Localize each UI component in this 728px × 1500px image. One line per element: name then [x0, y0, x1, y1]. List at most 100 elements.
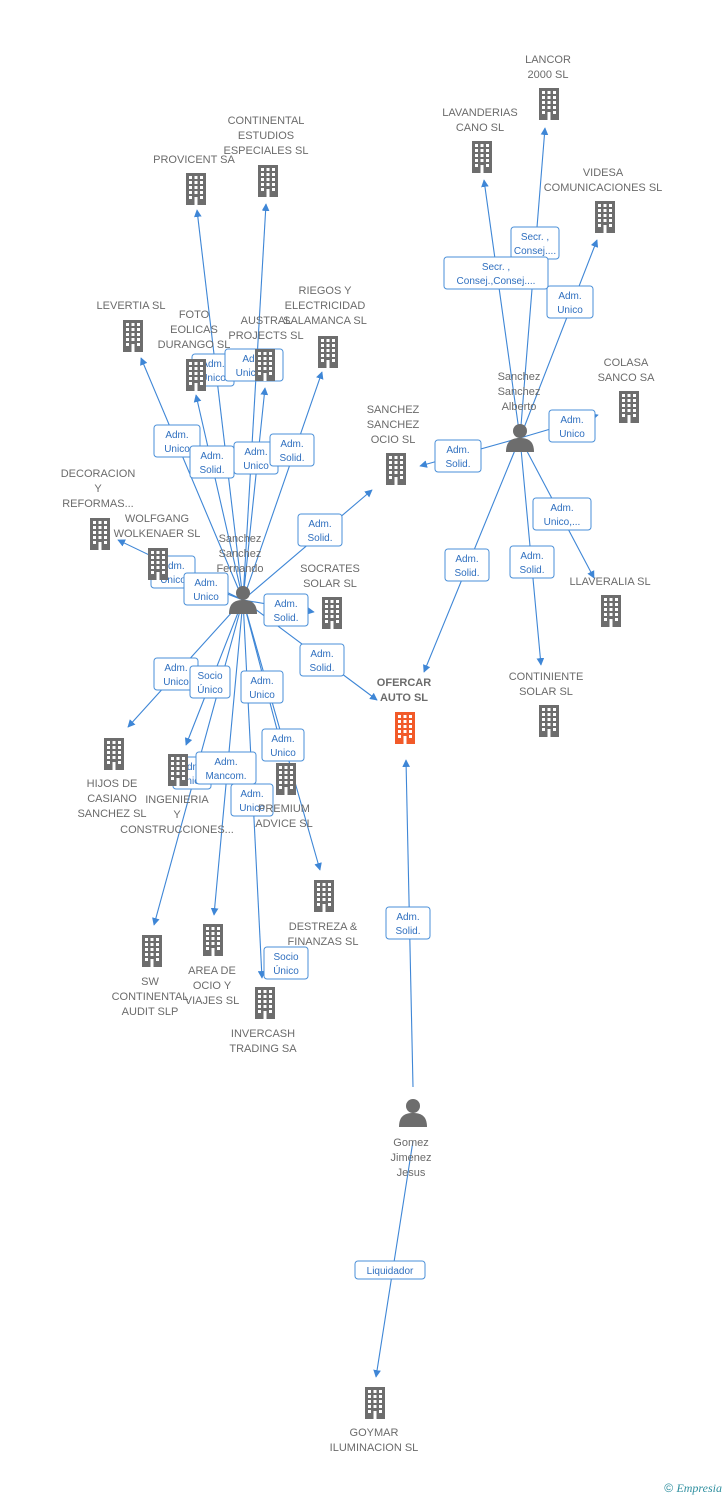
role-box[interactable] [189, 665, 231, 699]
node-label[interactable]: PROVICENT SA [153, 154, 235, 166]
person-icon[interactable] [399, 1099, 427, 1127]
role-box[interactable] [263, 593, 309, 627]
role-adm_ocio[interactable]: Adm.Solid. [434, 439, 482, 473]
role-adm_aus[interactable]: Adm.Unico [233, 441, 279, 475]
role-box[interactable] [444, 548, 490, 582]
role-box[interactable] [532, 497, 592, 531]
building-icon[interactable] [601, 595, 621, 627]
person-icon[interactable] [506, 424, 534, 452]
role-box[interactable] [183, 572, 229, 606]
role-box[interactable] [230, 783, 274, 817]
role-adm_ofer_a[interactable]: Adm.Solid. [444, 548, 490, 582]
role-adm_prem1[interactable]: Adm.Unico [240, 670, 284, 704]
building-icon[interactable] [142, 935, 162, 967]
role-adm_colasa[interactable]: Adm.Unico [548, 409, 596, 443]
role-adm_videsa[interactable]: Adm.Unico [546, 285, 594, 319]
role-liquidador[interactable]: Liquidador [354, 1260, 426, 1280]
role-box[interactable] [263, 946, 309, 980]
building-icon[interactable] [255, 987, 275, 1019]
role-box[interactable] [443, 256, 549, 290]
person-icon[interactable] [229, 586, 257, 614]
role-adm_ofer_f[interactable]: Adm.Solid. [299, 643, 345, 677]
role-secr2[interactable]: Secr. ,Consej.,Consej.... [443, 256, 549, 290]
node-label[interactable]: DESTREZA &FINANZAS SL [288, 921, 359, 948]
role-box[interactable] [195, 751, 257, 785]
node-destreza[interactable]: DESTREZA &FINANZAS SL [288, 880, 359, 948]
role-box[interactable] [548, 409, 596, 443]
role-box[interactable] [509, 545, 555, 579]
role-adm_llav[interactable]: Adm.Unico,... [532, 497, 592, 531]
node-provicent[interactable]: PROVICENT SA [153, 154, 236, 205]
role-secr1[interactable]: Secr. ,Consej.... [510, 226, 560, 260]
role-adm_rieg[interactable]: Adm.Solid. [269, 433, 315, 467]
building-icon[interactable] [322, 597, 342, 629]
role-adm_lev[interactable]: Adm.Unico [153, 424, 201, 458]
role-adm_prov[interactable]: Adm.Solid. [189, 445, 235, 479]
building-icon[interactable] [276, 763, 296, 795]
building-icon[interactable] [258, 165, 278, 197]
node-label[interactable]: LLAVERALIA SL [569, 576, 650, 588]
role-box[interactable] [385, 906, 431, 940]
role-box[interactable] [434, 439, 482, 473]
building-icon[interactable] [595, 201, 615, 233]
building-icon[interactable] [539, 705, 559, 737]
role-box[interactable] [546, 285, 594, 319]
building-icon[interactable] [90, 518, 110, 550]
building-icon[interactable] [318, 336, 338, 368]
role-adm_dest[interactable]: Adm.Unico [261, 728, 305, 762]
role-box[interactable] [269, 433, 315, 467]
building-icon[interactable] [539, 88, 559, 120]
building-icon[interactable] [386, 453, 406, 485]
building-icon[interactable] [186, 173, 206, 205]
role-adm_hijos[interactable]: Adm.Unico [153, 657, 199, 691]
role-adm_ocio_f[interactable]: Adm.Solid. [297, 513, 343, 547]
role-box[interactable] [261, 728, 305, 762]
building-icon[interactable] [255, 349, 275, 381]
building-icon[interactable] [123, 320, 143, 352]
role-adm_area[interactable]: Adm.Unico [230, 783, 274, 817]
building-icon[interactable] [186, 359, 206, 391]
role-adm_deco[interactable]: Adm.Unico [183, 572, 229, 606]
building-icon[interactable] [472, 141, 492, 173]
building-icon[interactable] [619, 391, 639, 423]
node-label[interactable]: LEVERTIA SL [97, 300, 166, 312]
role-box[interactable] [153, 424, 201, 458]
